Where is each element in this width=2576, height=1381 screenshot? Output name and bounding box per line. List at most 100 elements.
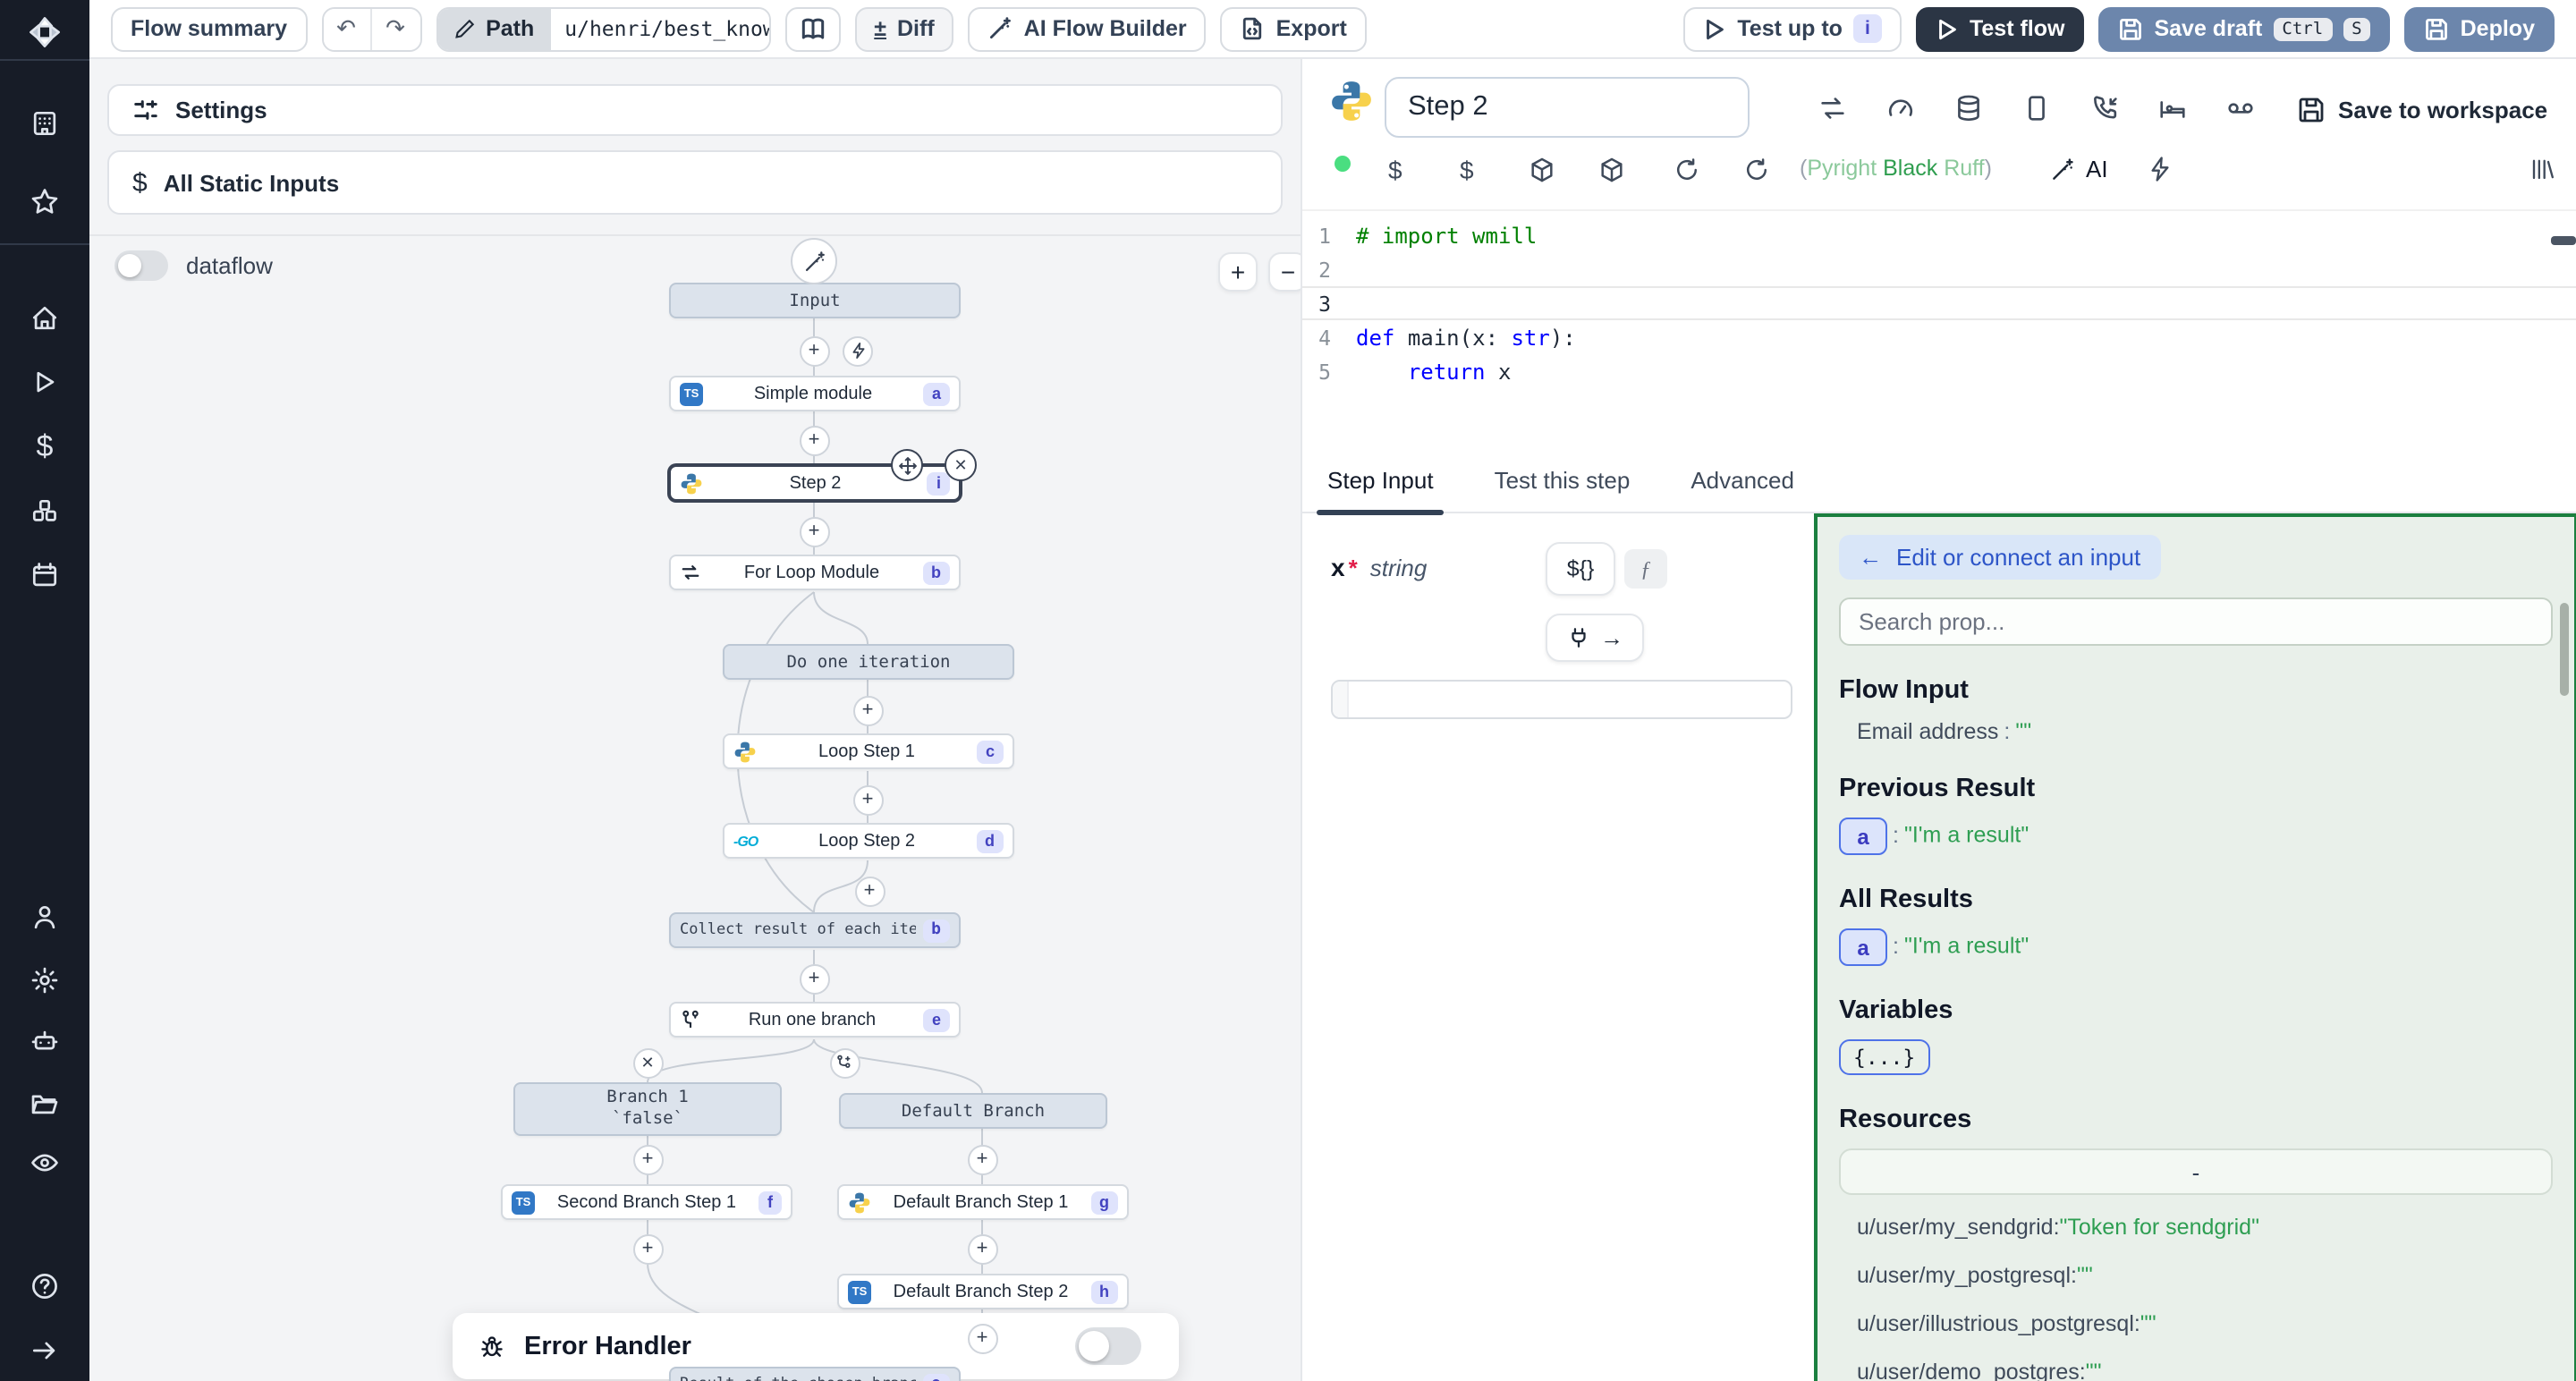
resource-row[interactable]: u/user/illustrious_postgresql:"" <box>1857 1311 2157 1337</box>
node-default-branch[interactable]: Default Branch <box>839 1093 1107 1129</box>
help-icon[interactable] <box>0 1263 89 1309</box>
arg-value-input[interactable] <box>1331 680 1792 719</box>
node-default-branch-step-1[interactable]: Default Branch Step 1 g <box>837 1184 1129 1220</box>
ai-flow-builder-button[interactable]: AI Flow Builder <box>968 6 1207 51</box>
resource-row[interactable]: u/user/demo_postgres:"" <box>1857 1360 2102 1381</box>
node-result[interactable]: Result of the chosen branch o <box>669 1367 961 1381</box>
node-simple-module[interactable]: TS Simple module a <box>669 376 961 411</box>
node-default-branch-step-2[interactable]: TS Default Branch Step 2 h <box>837 1274 1129 1309</box>
phone-call-icon[interactable] <box>2091 93 2122 123</box>
add-step-button[interactable]: + <box>854 876 885 906</box>
windmill-logo-icon[interactable] <box>0 9 89 55</box>
remove-branch-icon[interactable]: ✕ <box>632 1047 663 1078</box>
undo-button[interactable]: ↶ <box>323 8 372 49</box>
add-step-button[interactable]: + <box>967 1144 997 1174</box>
node-loop-step-1[interactable]: Loop Step 1 c <box>723 733 1014 769</box>
favorites-star-icon[interactable] <box>0 179 89 225</box>
all-results-row[interactable]: a:"I'm a result" <box>1839 928 2553 966</box>
folders-icon[interactable] <box>0 1080 89 1127</box>
add-step-button[interactable]: + <box>632 1233 663 1264</box>
library-icon[interactable] <box>2529 156 2556 182</box>
docs-book-button[interactable] <box>784 6 841 51</box>
test-up-to-button[interactable]: Test up to i <box>1683 6 1902 51</box>
step-name-input[interactable] <box>1385 77 1750 138</box>
zoom-in-button[interactable]: + <box>1218 252 1258 292</box>
add-step-button[interactable]: + <box>852 695 883 725</box>
node-second-branch-step-1[interactable]: TS Second Branch Step 1 f <box>501 1184 792 1220</box>
resource-row[interactable]: u/user/my_postgresql:"" <box>1857 1263 2093 1289</box>
cache-repeat-icon[interactable] <box>1818 93 1848 123</box>
edit-or-connect-chip[interactable]: ← Edit or connect an input <box>1839 535 2161 580</box>
save-to-workspace-button[interactable]: Save to workspace <box>2297 95 2547 123</box>
move-step-icon[interactable] <box>891 449 923 481</box>
fx-button[interactable]: ƒ <box>1624 549 1667 589</box>
package-icon[interactable] <box>1597 156 1626 184</box>
editor-scrollbar-thumb[interactable] <box>2551 236 2576 245</box>
users-icon[interactable] <box>0 894 89 941</box>
add-branch-icon[interactable] <box>829 1047 860 1078</box>
panel-scrollbar-thumb[interactable] <box>2560 603 2569 696</box>
ai-fork-wand-icon[interactable] <box>791 238 837 284</box>
package-icon[interactable] <box>1528 156 1556 184</box>
deploy-button[interactable]: Deploy <box>2404 6 2555 51</box>
node-for-loop-module[interactable]: For Loop Module b <box>669 555 961 590</box>
node-do-one-iteration[interactable]: Do one iteration <box>723 644 1014 680</box>
export-button[interactable]: Export <box>1220 6 1367 51</box>
variables-icon[interactable]: $ <box>36 429 54 463</box>
previous-result-row[interactable]: a:"I'm a result" <box>1839 818 2553 855</box>
save-draft-button[interactable]: Save draft Ctrl S <box>2098 6 2391 51</box>
resources-filter-box[interactable]: - <box>1839 1148 2553 1195</box>
schedules-calendar-icon[interactable] <box>0 553 89 599</box>
add-step-button[interactable]: + <box>632 1144 663 1174</box>
tab-step-input[interactable]: Step Input <box>1317 467 1445 515</box>
collapse-sidebar-arrow-icon[interactable] <box>0 1327 89 1374</box>
all-static-inputs-row[interactable]: $ All Static Inputs <box>107 150 1283 215</box>
error-handler-toggle[interactable] <box>1075 1327 1142 1365</box>
benchmark-gauge-icon[interactable] <box>1885 93 1916 123</box>
flow-settings-row[interactable]: Settings <box>107 84 1283 136</box>
runs-icon[interactable] <box>0 360 89 406</box>
delete-step-icon[interactable]: ✕ <box>945 449 977 481</box>
variables-dollar-icon[interactable]: $ <box>1460 156 1474 184</box>
flow-input-row[interactable]: Email address:"" <box>1857 719 2032 744</box>
path-input[interactable]: u/henri/best_know <box>550 8 769 49</box>
tab-test-this-step[interactable]: Test this step <box>1494 467 1631 494</box>
trigger-bolt-icon[interactable] <box>843 335 873 366</box>
node-collect-result[interactable]: Collect result of each iteration b <box>669 912 961 948</box>
path-label[interactable]: Path <box>437 8 551 49</box>
zoom-out-button[interactable]: − <box>1268 252 1301 292</box>
template-expr-button[interactable]: ${} <box>1546 542 1615 596</box>
redo-button[interactable]: ↷ <box>371 8 420 49</box>
variables-expand-chip[interactable]: {...} <box>1839 1039 1930 1075</box>
node-input[interactable]: Input <box>669 283 961 318</box>
add-step-button[interactable]: + <box>852 784 883 815</box>
flow-summary-button[interactable]: Flow summary <box>111 6 308 51</box>
settings-gear-icon[interactable] <box>0 957 89 1004</box>
add-step-button[interactable]: + <box>799 425 829 455</box>
voicemail-icon[interactable] <box>2225 93 2256 123</box>
bolt-icon[interactable] <box>2147 156 2174 182</box>
mobile-frame-icon[interactable] <box>2021 93 2052 123</box>
connect-input-button[interactable]: → <box>1546 614 1644 662</box>
node-loop-step-2[interactable]: -GO Loop Step 2 d <box>723 823 1014 859</box>
reload-icon[interactable] <box>1742 156 1771 184</box>
sleep-bed-icon[interactable] <box>2157 93 2188 123</box>
resource-row[interactable]: u/user/my_sendgrid:"Token for sendgrid" <box>1857 1215 2259 1240</box>
add-step-button[interactable]: + <box>967 1233 997 1264</box>
add-step-button[interactable]: + <box>799 963 829 994</box>
resources-icon[interactable] <box>0 488 89 535</box>
assets-dollar-icon[interactable]: $ <box>1388 156 1402 184</box>
add-step-button[interactable]: + <box>967 1323 997 1353</box>
node-run-one-branch[interactable]: Run one branch e <box>669 1002 961 1038</box>
diff-button[interactable]: ± Diff <box>854 6 954 51</box>
reload-icon[interactable] <box>1673 156 1701 184</box>
database-icon[interactable] <box>1953 93 1984 123</box>
add-step-button[interactable]: + <box>799 335 829 366</box>
audit-eye-icon[interactable] <box>0 1140 89 1186</box>
search-prop-input[interactable] <box>1839 597 2553 646</box>
workspace-icon[interactable] <box>0 100 89 147</box>
home-icon[interactable] <box>0 295 89 342</box>
test-flow-button[interactable]: Test flow <box>1915 6 2085 51</box>
node-branch-1[interactable]: Branch 1 `false` <box>513 1082 782 1136</box>
